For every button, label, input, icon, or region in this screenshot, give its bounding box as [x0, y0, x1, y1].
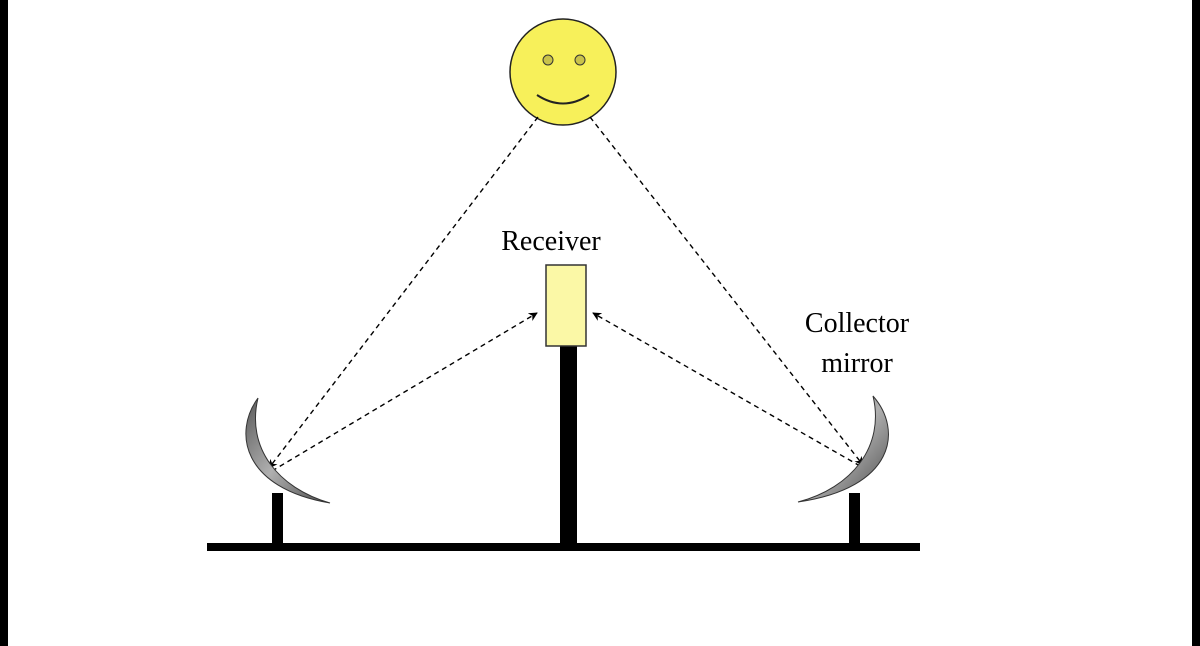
- left-collector-mirror: [245, 397, 331, 545]
- left-mirror-dish: [245, 397, 331, 504]
- reflected-ray-right: [592, 312, 861, 467]
- right-border: [1192, 0, 1200, 646]
- sun-smile: [536, 94, 590, 105]
- sun-ray-to-left-mirror: [268, 116, 539, 469]
- sun-left-eye: [542, 54, 554, 66]
- right-mirror-dish: [797, 395, 889, 503]
- sun-face: [509, 18, 617, 126]
- sun-ray-to-right-mirror: [589, 116, 864, 466]
- sun-icon: [509, 18, 617, 126]
- collector-label-line2: mirror: [821, 348, 893, 379]
- reflected-ray-left: [271, 312, 538, 472]
- receiver-label: Receiver: [501, 226, 601, 257]
- right-mirror-stand: [849, 493, 860, 545]
- right-collector-mirror: [797, 395, 889, 545]
- left-border: [0, 0, 8, 646]
- left-mirror-stand: [272, 493, 283, 545]
- receiver-tower: [560, 346, 577, 546]
- collector-label-line1: Collector: [805, 308, 910, 339]
- sun-right-eye: [574, 54, 586, 66]
- ground-line: [207, 543, 920, 551]
- receiver-box: [545, 264, 587, 347]
